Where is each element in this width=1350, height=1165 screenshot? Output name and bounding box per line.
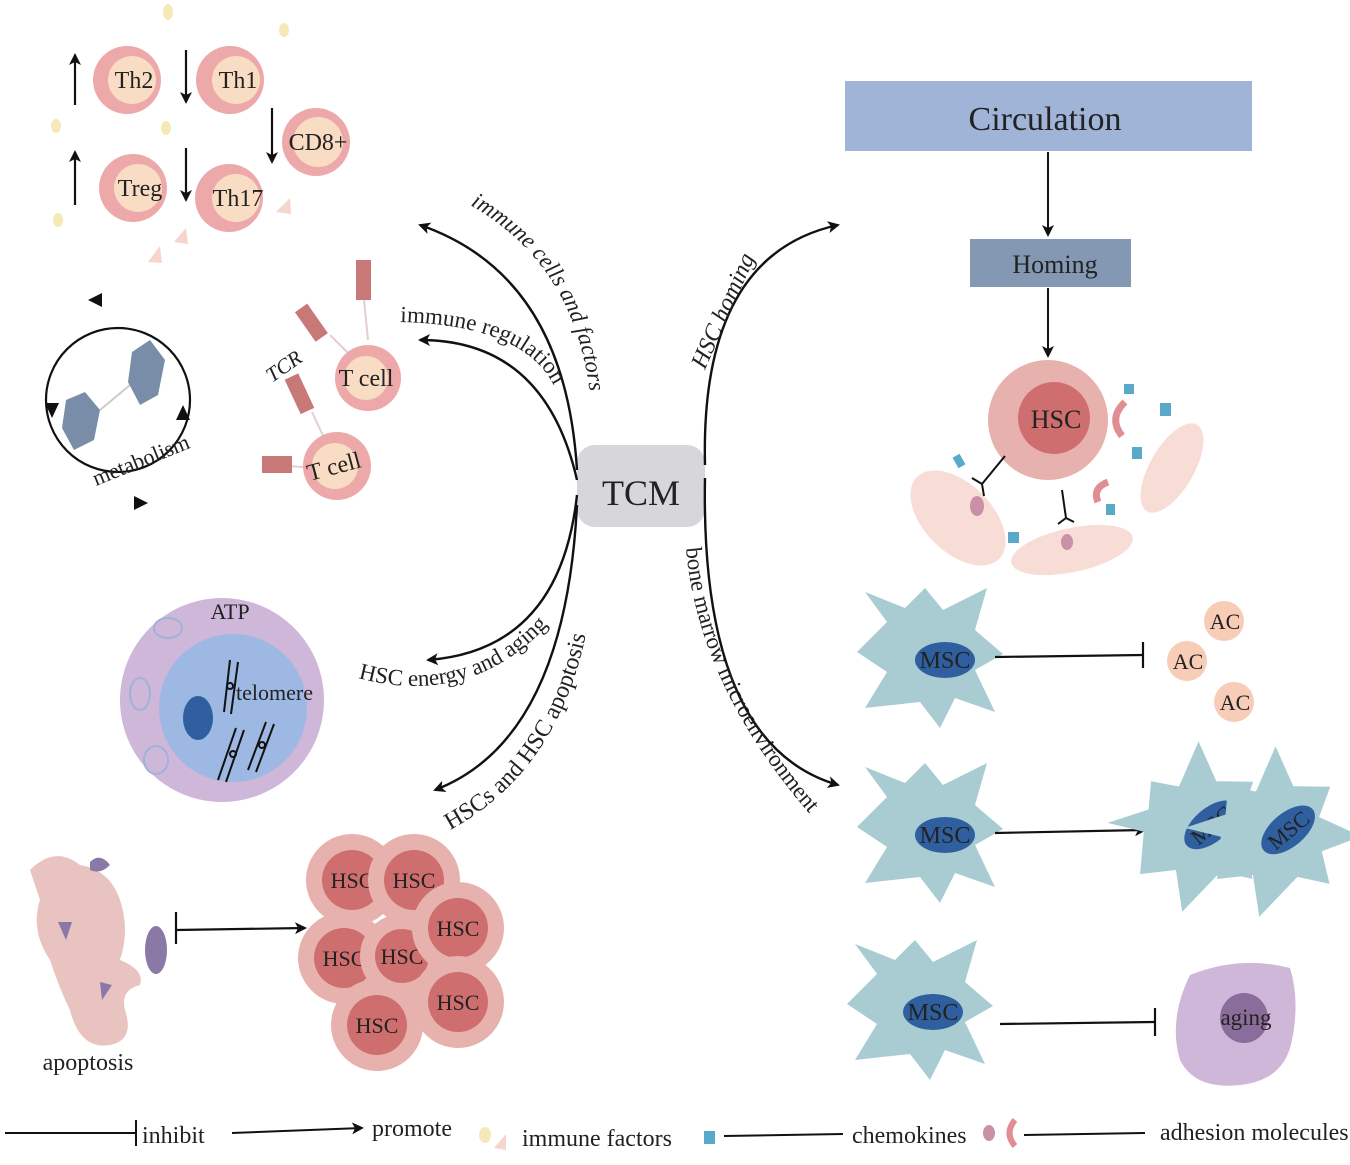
cell-th17: Th17 [195,164,263,232]
msc-1: MSC [857,588,1003,728]
arrow-immune-cells [418,222,579,471]
homing-panel: Circulation Homing HSC [845,81,1252,576]
cell-cd8-label: CD8+ [289,130,348,156]
label-energy-aging: HSC energy and aging [357,611,552,691]
legend-immune-factors-label: immune factors [522,1126,672,1152]
aging-cell: aging [1175,962,1296,1086]
nucleus-dot [183,696,213,740]
circulation-label: Circulation [969,101,1122,138]
inhibit-promote-arrow [175,922,307,935]
cell-treg-label: Treg [118,176,162,202]
center-label: TCM [602,473,680,513]
tcell-2: T cell [303,432,371,500]
immune-cells-panel: Th2 Th1 CD8+ Treg Th17 [51,4,350,263]
legend-promote-label: promote [372,1116,452,1142]
apoptosis-label: apoptosis [43,1050,134,1076]
homing-label: Homing [1012,250,1097,279]
ac-1-label: AC [1210,609,1241,634]
msc-panel: MSC AC AC AC MSC MSC MSC [847,588,1350,1086]
mitochondria [129,617,183,775]
label-immune-regulation: immune regulation [400,302,572,388]
tcell-1: T cell [335,345,401,411]
legend-adhesion-label: adhesion molecules [1160,1120,1349,1146]
hexagon-1 [62,392,100,450]
immune-factor-triangles [148,198,291,263]
hsc-cluster-6: HSC [412,956,504,1048]
telomere-chromosomes [217,659,275,783]
apoptotic-cell [30,856,141,1046]
cell-th2-label: Th2 [115,68,154,94]
legend-adhesion: adhesion molecules [983,1118,1349,1148]
atp-label: ATP [210,599,249,624]
label-homing: HSC homing [686,249,760,373]
ac-3-label: AC [1220,690,1251,715]
center-node: TCM [577,445,705,527]
chemokine-squares [952,384,1171,543]
hsc-cluster-5-label: HSC [381,944,424,969]
msc-5-label: MSC [908,1000,959,1026]
energy-cell: ATP telomere [120,598,324,802]
legend-immune-factors: immune factors [479,1126,672,1152]
legend: inhibit promote immune factors chemokine… [5,1116,1349,1152]
branch-arrows [418,221,840,793]
cell-cd8: CD8+ [282,108,350,176]
cell-th17-label: Th17 [213,186,264,212]
proliferation-arrow [994,824,1147,837]
cell-treg: Treg [99,154,167,222]
cell-th1-label: Th1 [219,68,258,94]
metabolism-cycle: metabolism [44,293,194,510]
homing-box [970,239,1131,287]
apoptosis-panel: apoptosis HSC HSC HSC HSC HSC HSC HSC [30,834,504,1076]
hsc-cluster-3: HSC [412,882,504,974]
hsc-cluster-4-label: HSC [323,946,366,971]
msc-1-label: MSC [920,648,971,674]
arrow-energy-aging [426,494,579,666]
label-microenvironment: bone marrow microenvironment [681,546,825,817]
legend-inhibit-label: inhibit [142,1123,205,1149]
msc-4: MSC [1175,736,1350,938]
legend-chemokines: chemokines [704,1123,967,1149]
ac-2-label: AC [1173,649,1204,674]
hsc-cluster-7-label: HSC [356,1013,399,1038]
cell-th2: Th2 [93,46,161,114]
arrow-homing [703,221,840,466]
hsc-cluster-7: HSC [331,979,423,1071]
telomere-label: telomere [236,680,313,705]
ac-cells: AC AC AC [1167,601,1254,722]
arrow-microenvironment [703,477,840,788]
hexagon-2 [128,340,165,405]
circulation-box [845,81,1252,151]
hsc-cluster-3-label: HSC [437,916,480,941]
legend-inhibit: inhibit [5,1120,205,1149]
hsc-cluster: HSC HSC HSC HSC HSC HSC HSC [298,834,504,1071]
metabolism-label: metabolism [89,429,194,491]
tcell-panel: TCR T cell T cell [261,260,401,500]
arrow-apoptosis [433,504,579,793]
hsc-cluster-6-label: HSC [437,990,480,1015]
tcell-1-label: T cell [339,366,394,392]
homing-hsc-label: HSC [1031,405,1082,434]
hsc-cluster-1-label: HSC [331,868,374,893]
msc-2: MSC [857,763,1003,903]
hsc-cluster-2-label: HSC [393,868,436,893]
cell-th1: Th1 [196,46,264,114]
legend-promote: promote [231,1116,452,1142]
immune-factor-dots [51,4,289,227]
msc-2-label: MSC [920,823,971,849]
arrow-immune-regulation [418,334,579,481]
legend-chemokines-label: chemokines [852,1123,967,1149]
aging-label: aging [1220,1005,1272,1030]
msc-5: MSC [847,940,993,1080]
